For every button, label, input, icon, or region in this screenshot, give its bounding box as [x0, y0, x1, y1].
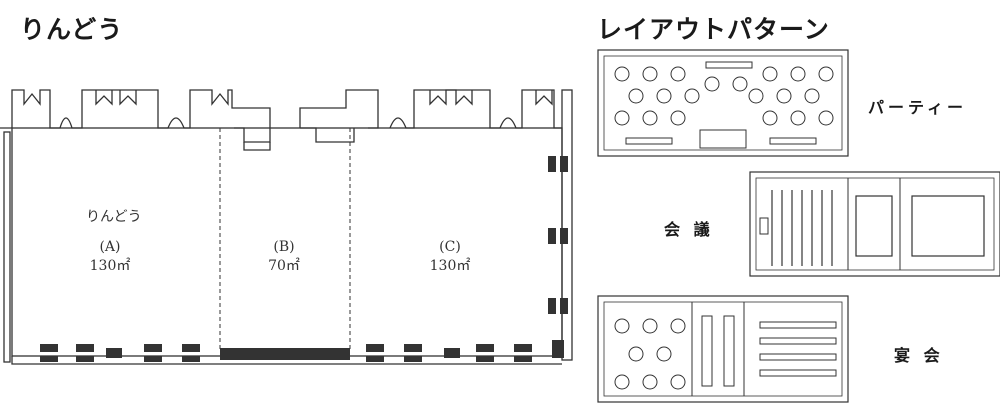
section-a-label: (A) 130㎡: [80, 238, 140, 276]
room-name-label: りんどう: [86, 209, 142, 225]
layout-banquet-label: 宴 会: [894, 346, 944, 365]
layout-conference-label: 会 議: [664, 220, 714, 239]
floor-plan-title: りんどう: [20, 15, 124, 44]
layout-party-label: パーティー: [868, 98, 968, 117]
party-layout-diagram: [597, 49, 849, 157]
banquet-layout-diagram: [597, 295, 849, 403]
conference-layout-diagram: [749, 171, 1000, 277]
section-a-id: (A): [99, 239, 121, 255]
section-a-area: 130㎡: [89, 258, 131, 274]
section-c-area: 130㎡: [429, 258, 471, 274]
section-c-id: (C): [439, 239, 461, 255]
section-b-label: (B) 70㎡: [254, 238, 314, 276]
layout-patterns-title: レイアウトパターン: [597, 15, 830, 44]
section-b-id: (B): [273, 239, 295, 255]
section-c-label: (C) 130㎡: [420, 238, 480, 276]
section-b-area: 70㎡: [268, 258, 300, 274]
